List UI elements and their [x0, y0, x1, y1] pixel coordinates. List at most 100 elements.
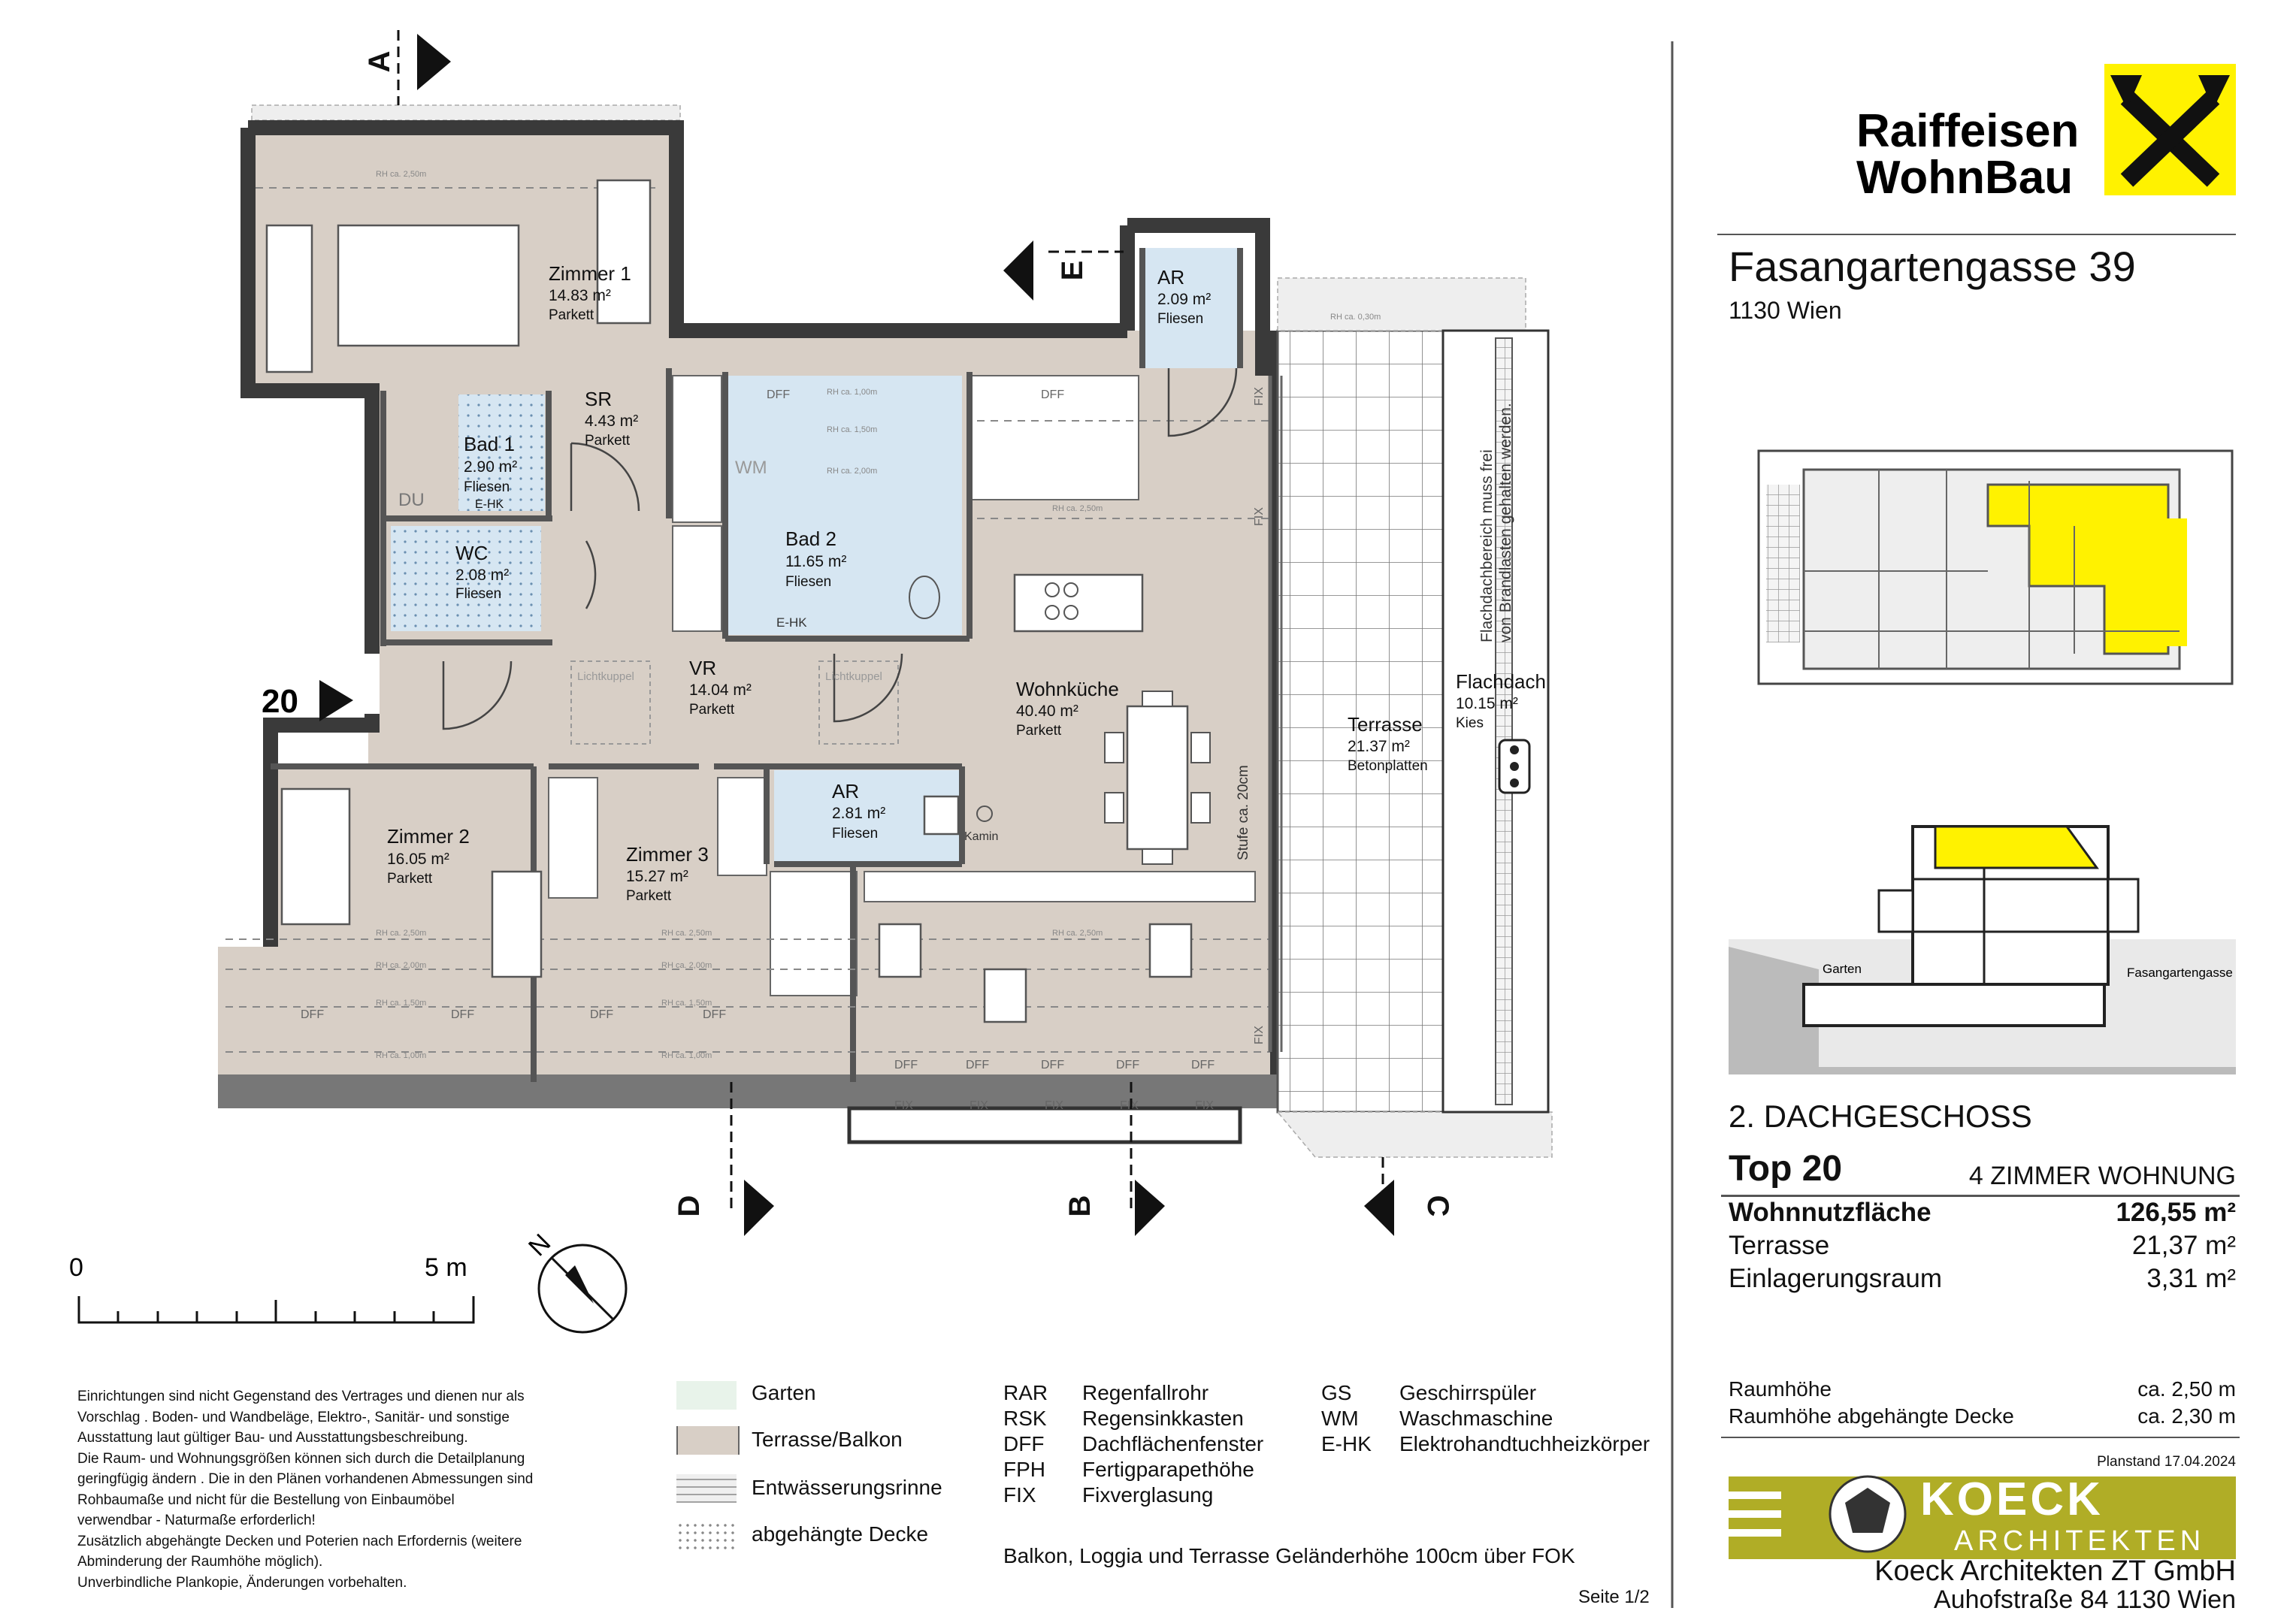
svg-text:E: E: [1056, 261, 1089, 281]
svg-text:DFF: DFF: [451, 1008, 474, 1021]
svg-text:Lichtkuppel: Lichtkuppel: [577, 670, 634, 683]
svg-text:Flachdach: Flachdach: [1456, 670, 1546, 693]
svg-text:Zimmer 3: Zimmer 3: [626, 843, 709, 866]
height-value-raumhoehe: ca. 2,50 m: [2137, 1377, 2236, 1401]
svg-text:14.83 m²: 14.83 m²: [549, 287, 611, 304]
svg-text:RH ca. 2,50m: RH ca. 2,50m: [376, 170, 426, 179]
svg-text:Kamin: Kamin: [964, 830, 998, 843]
section-mark-e: E: [1003, 240, 1124, 301]
architect-address: Auhofstraße 84 1130 Wien: [1934, 1585, 2236, 1614]
svg-text:RH ca. 2,50m: RH ca. 2,50m: [376, 929, 426, 938]
abbr-code: FIX: [1003, 1483, 1036, 1507]
note-line: Unverbindliche Plankopie, Änderungen vor…: [77, 1574, 407, 1591]
architect-name: Koeck Architekten ZT GmbH: [1874, 1555, 2236, 1587]
svg-text:RH ca. 2,00m: RH ca. 2,00m: [376, 961, 426, 970]
svg-text:Parkett: Parkett: [387, 871, 433, 887]
area-label-einlagerungsraum: Einlagerungsraum: [1729, 1264, 1943, 1293]
area-value-terrasse: 21,37 m²: [2131, 1231, 2236, 1260]
level-title: 2. DACHGESCHOSS: [1729, 1099, 2032, 1134]
svg-text:WohnBau: WohnBau: [1856, 152, 2073, 204]
svg-text:Fliesen: Fliesen: [832, 826, 878, 842]
scale-bar: 0 5 m: [69, 1253, 475, 1324]
unit-type: 4 ZIMMER WOHNUNG: [1968, 1162, 2236, 1190]
svg-text:DFF: DFF: [894, 1059, 918, 1071]
abbr-text: Fertigparapethöhe: [1082, 1458, 1254, 1481]
floor-plan: [218, 104, 1553, 1158]
svg-text:Parkett: Parkett: [626, 888, 672, 904]
area-label-terrasse: Terrasse: [1729, 1231, 1830, 1260]
legend-swatch-decke: [676, 1522, 737, 1550]
abbr-code: FPH: [1003, 1458, 1045, 1481]
svg-text:Zimmer 1: Zimmer 1: [549, 262, 631, 285]
svg-text:E-HK: E-HK: [776, 615, 807, 630]
area-value-einlagerungsraum: 3,31 m²: [2146, 1264, 2236, 1293]
legend-swatch-terrasse: [676, 1426, 740, 1455]
svg-text:WM: WM: [735, 458, 767, 478]
room-labels: Zimmer 1 14.83 m² Parkett SR4.43 m²Parkett…: [387, 262, 1546, 904]
svg-text:Raiffeisen: Raiffeisen: [1856, 105, 2079, 157]
height-value-abgehaengt: ca. 2,30 m: [2137, 1404, 2236, 1428]
section-mark-d: D: [673, 1082, 774, 1236]
section-markers: A E D B C: [363, 30, 1454, 1236]
abbr-text: Waschmaschine: [1399, 1407, 1553, 1430]
svg-text:AR: AR: [832, 780, 859, 802]
abbr-code: RAR: [1003, 1381, 1048, 1404]
svg-text:Fliesen: Fliesen: [1157, 311, 1203, 327]
svg-text:2.09 m²: 2.09 m²: [1157, 291, 1211, 308]
legend-swatch-garten: [676, 1381, 737, 1410]
svg-text:FIX: FIX: [1045, 1099, 1063, 1112]
svg-text:SR: SR: [585, 388, 612, 410]
svg-text:RH ca. 2,00m: RH ca. 2,00m: [661, 961, 712, 970]
plan-annotations: Flachdachbereich muss frei von Brandlast…: [301, 170, 1514, 1112]
note-line: Rohbaumaße und nicht für die Bestellung …: [77, 1492, 455, 1508]
svg-text:FIX: FIX: [1253, 1026, 1266, 1044]
svg-text:5 m: 5 m: [425, 1253, 467, 1282]
svg-text:Wohnküche: Wohnküche: [1016, 678, 1119, 700]
abbr-text: Elektrohandtuchheizkörper: [1399, 1432, 1650, 1455]
svg-text:DFF: DFF: [703, 1008, 726, 1021]
svg-text:DFF: DFF: [1041, 388, 1064, 401]
railing-note: Balkon, Loggia und Terrasse Geländerhöhe…: [1003, 1544, 1575, 1567]
svg-text:B: B: [1063, 1195, 1097, 1217]
note-line: Vorschlag . Boden- und Wandbeläge, Elekt…: [77, 1409, 510, 1425]
svg-text:Bad 1: Bad 1: [464, 433, 515, 455]
svg-text:RH ca. 2,50m: RH ca. 2,50m: [1052, 929, 1103, 938]
svg-text:FIX: FIX: [1195, 1099, 1214, 1112]
svg-text:11.65 m²: 11.65 m²: [785, 553, 846, 570]
abbr-text: Regensinkkasten: [1082, 1407, 1244, 1430]
svg-text:Fliesen: Fliesen: [785, 574, 831, 590]
koeck-subtitle: ARCHITEKTEN: [1954, 1525, 2206, 1557]
svg-text:DFF: DFF: [1191, 1059, 1215, 1071]
section-mark-c: C: [1364, 1157, 1454, 1236]
koeck-logo: [1729, 1475, 2236, 1559]
svg-text:DFF: DFF: [1116, 1059, 1139, 1071]
svg-text:RH ca. 2,50m: RH ca. 2,50m: [661, 929, 712, 938]
project-street: Fasangartengasse 39: [1729, 243, 2136, 290]
svg-text:DFF: DFF: [301, 1008, 324, 1021]
project-city: 1130 Wien: [1729, 297, 1842, 324]
svg-text:Kies: Kies: [1456, 715, 1484, 731]
svg-text:RH ca. 1,50m: RH ca. 1,50m: [827, 425, 877, 434]
svg-text:VR: VR: [689, 657, 716, 679]
svg-text:Fliesen: Fliesen: [464, 479, 510, 495]
building-section: Garten Fasangartengasse: [1729, 825, 2236, 1074]
svg-text:Garten: Garten: [1823, 962, 1862, 976]
key-plan: [1757, 449, 2234, 685]
north-arrow-icon: N: [523, 1229, 628, 1334]
svg-text:DU: DU: [398, 490, 425, 510]
svg-text:21.37 m²: 21.37 m²: [1348, 738, 1410, 755]
note-line: Abminderung der Raumhöhe möglich).: [77, 1554, 323, 1570]
svg-text:Terrasse: Terrasse: [1348, 713, 1423, 736]
svg-text:RH ca. 1,50m: RH ca. 1,50m: [376, 999, 426, 1008]
